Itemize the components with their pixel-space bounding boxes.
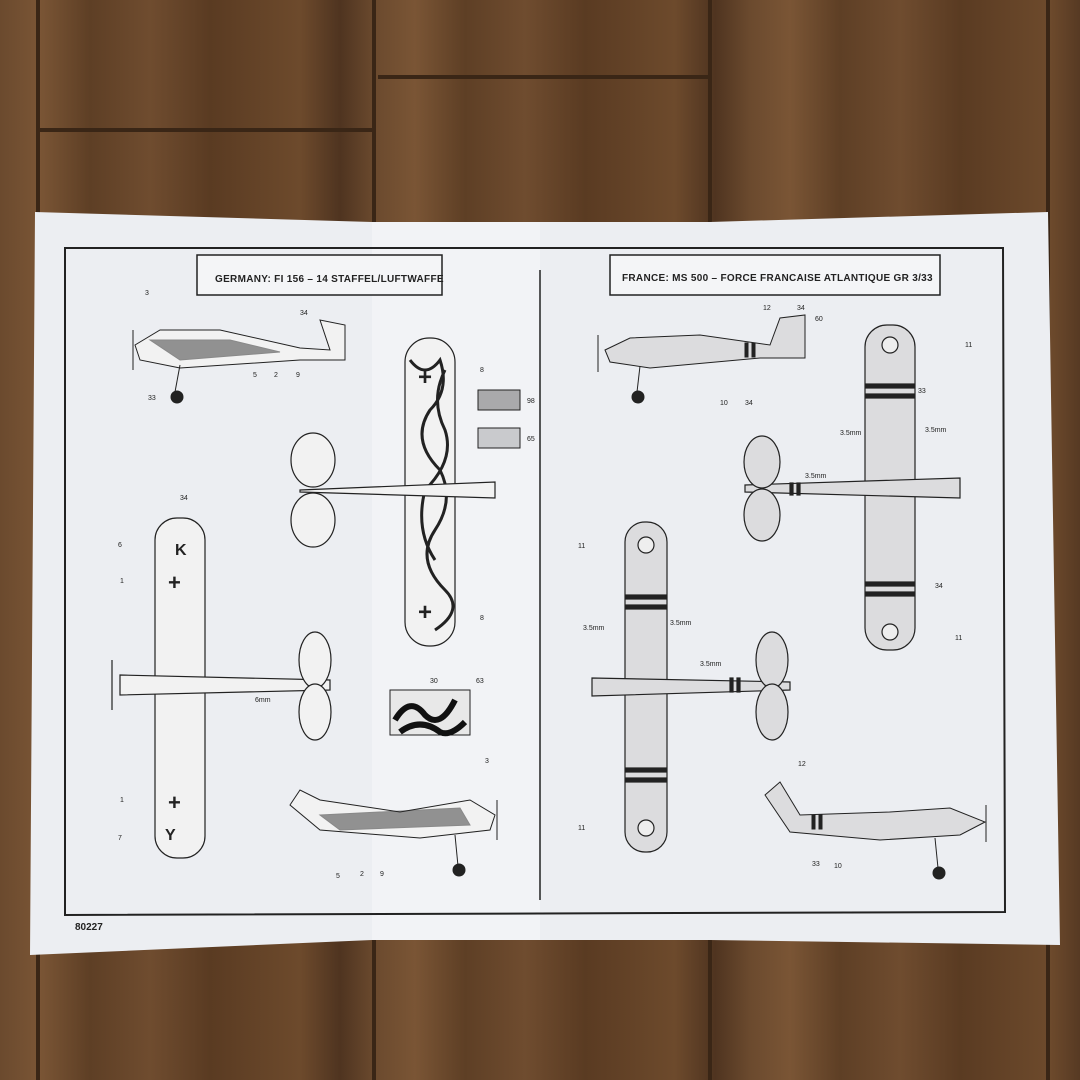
callout: 7: [118, 835, 122, 842]
callout: 34: [745, 400, 753, 407]
color-swatch-65: [477, 427, 521, 449]
france-under-view: [591, 521, 791, 853]
callout: 2: [360, 871, 364, 878]
right-title: FRANCE: MS 500 – FORCE FRANCAISE ATLANTI…: [622, 273, 933, 284]
callout: 2: [274, 372, 278, 379]
svg-text:+: +: [418, 364, 432, 391]
swatch-label: 65: [527, 436, 535, 443]
callout: 5: [336, 873, 340, 880]
callout: 3: [145, 290, 149, 297]
callout: 12: [798, 761, 806, 768]
callout: 3.5mm: [583, 625, 605, 632]
callout: 34: [300, 310, 308, 317]
france-side-view-top: [597, 314, 806, 404]
germany-side-view-top: [132, 319, 346, 404]
callout: 12: [763, 305, 771, 312]
callout: 34: [180, 495, 188, 502]
right-title-box: FRANCE: MS 500 – FORCE FRANCAISE ATLANTI…: [609, 254, 941, 296]
callout: 5: [253, 372, 257, 379]
callout: 11: [578, 825, 585, 832]
left-title: GERMANY: FI 156 – 14 STAFFEL/LUFTWAFFE: [215, 274, 444, 285]
france-top-view: [743, 324, 961, 651]
svg-text:+: +: [168, 570, 181, 595]
callout: 10: [834, 863, 842, 870]
callout: 6: [118, 542, 122, 549]
swatch-label: 98: [527, 398, 535, 405]
frame-border: [64, 247, 1007, 917]
callout: 3: [485, 758, 489, 765]
callout: 33: [812, 861, 820, 868]
callout: 6mm: [255, 697, 271, 704]
marking-k: K: [175, 542, 187, 559]
callout: 8: [480, 367, 484, 374]
germany-side-view-bottom: [289, 789, 498, 877]
svg-text:+: +: [168, 790, 181, 815]
callout: 33: [148, 395, 156, 402]
svg-text:+: +: [418, 599, 432, 626]
callout: 1: [120, 797, 124, 804]
callout: 30: [430, 678, 438, 685]
germany-under-view: [111, 517, 332, 859]
callout: 8: [480, 615, 484, 622]
callout: 3.5mm: [840, 430, 862, 437]
callout: 11: [578, 543, 585, 550]
callout: 11: [955, 635, 962, 642]
callout: 9: [296, 372, 300, 379]
callout: 1: [120, 578, 124, 585]
marking-y: Y: [165, 827, 176, 844]
sheet-code: 80227: [75, 922, 103, 933]
germany-top-view: + +: [290, 337, 496, 647]
camo-pattern-sample: [389, 689, 471, 737]
callout: 63: [476, 678, 484, 685]
callout: 3.5mm: [805, 473, 827, 480]
callout: 10: [720, 400, 728, 407]
callout: 3.5mm: [670, 620, 692, 627]
france-side-view-bottom: [764, 781, 987, 880]
callout: 34: [935, 583, 943, 590]
callout: 3.5mm: [700, 661, 722, 668]
callout: 9: [380, 871, 384, 878]
left-title-box: GERMANY: FI 156 – 14 STAFFEL/LUFTWAFFE: [196, 254, 444, 296]
callout: 34: [797, 305, 805, 312]
callout: 11: [965, 342, 972, 349]
color-swatch-98: [477, 389, 521, 411]
callout: 33: [918, 388, 926, 395]
callout: 60: [815, 316, 823, 323]
callout: 3.5mm: [925, 427, 947, 434]
